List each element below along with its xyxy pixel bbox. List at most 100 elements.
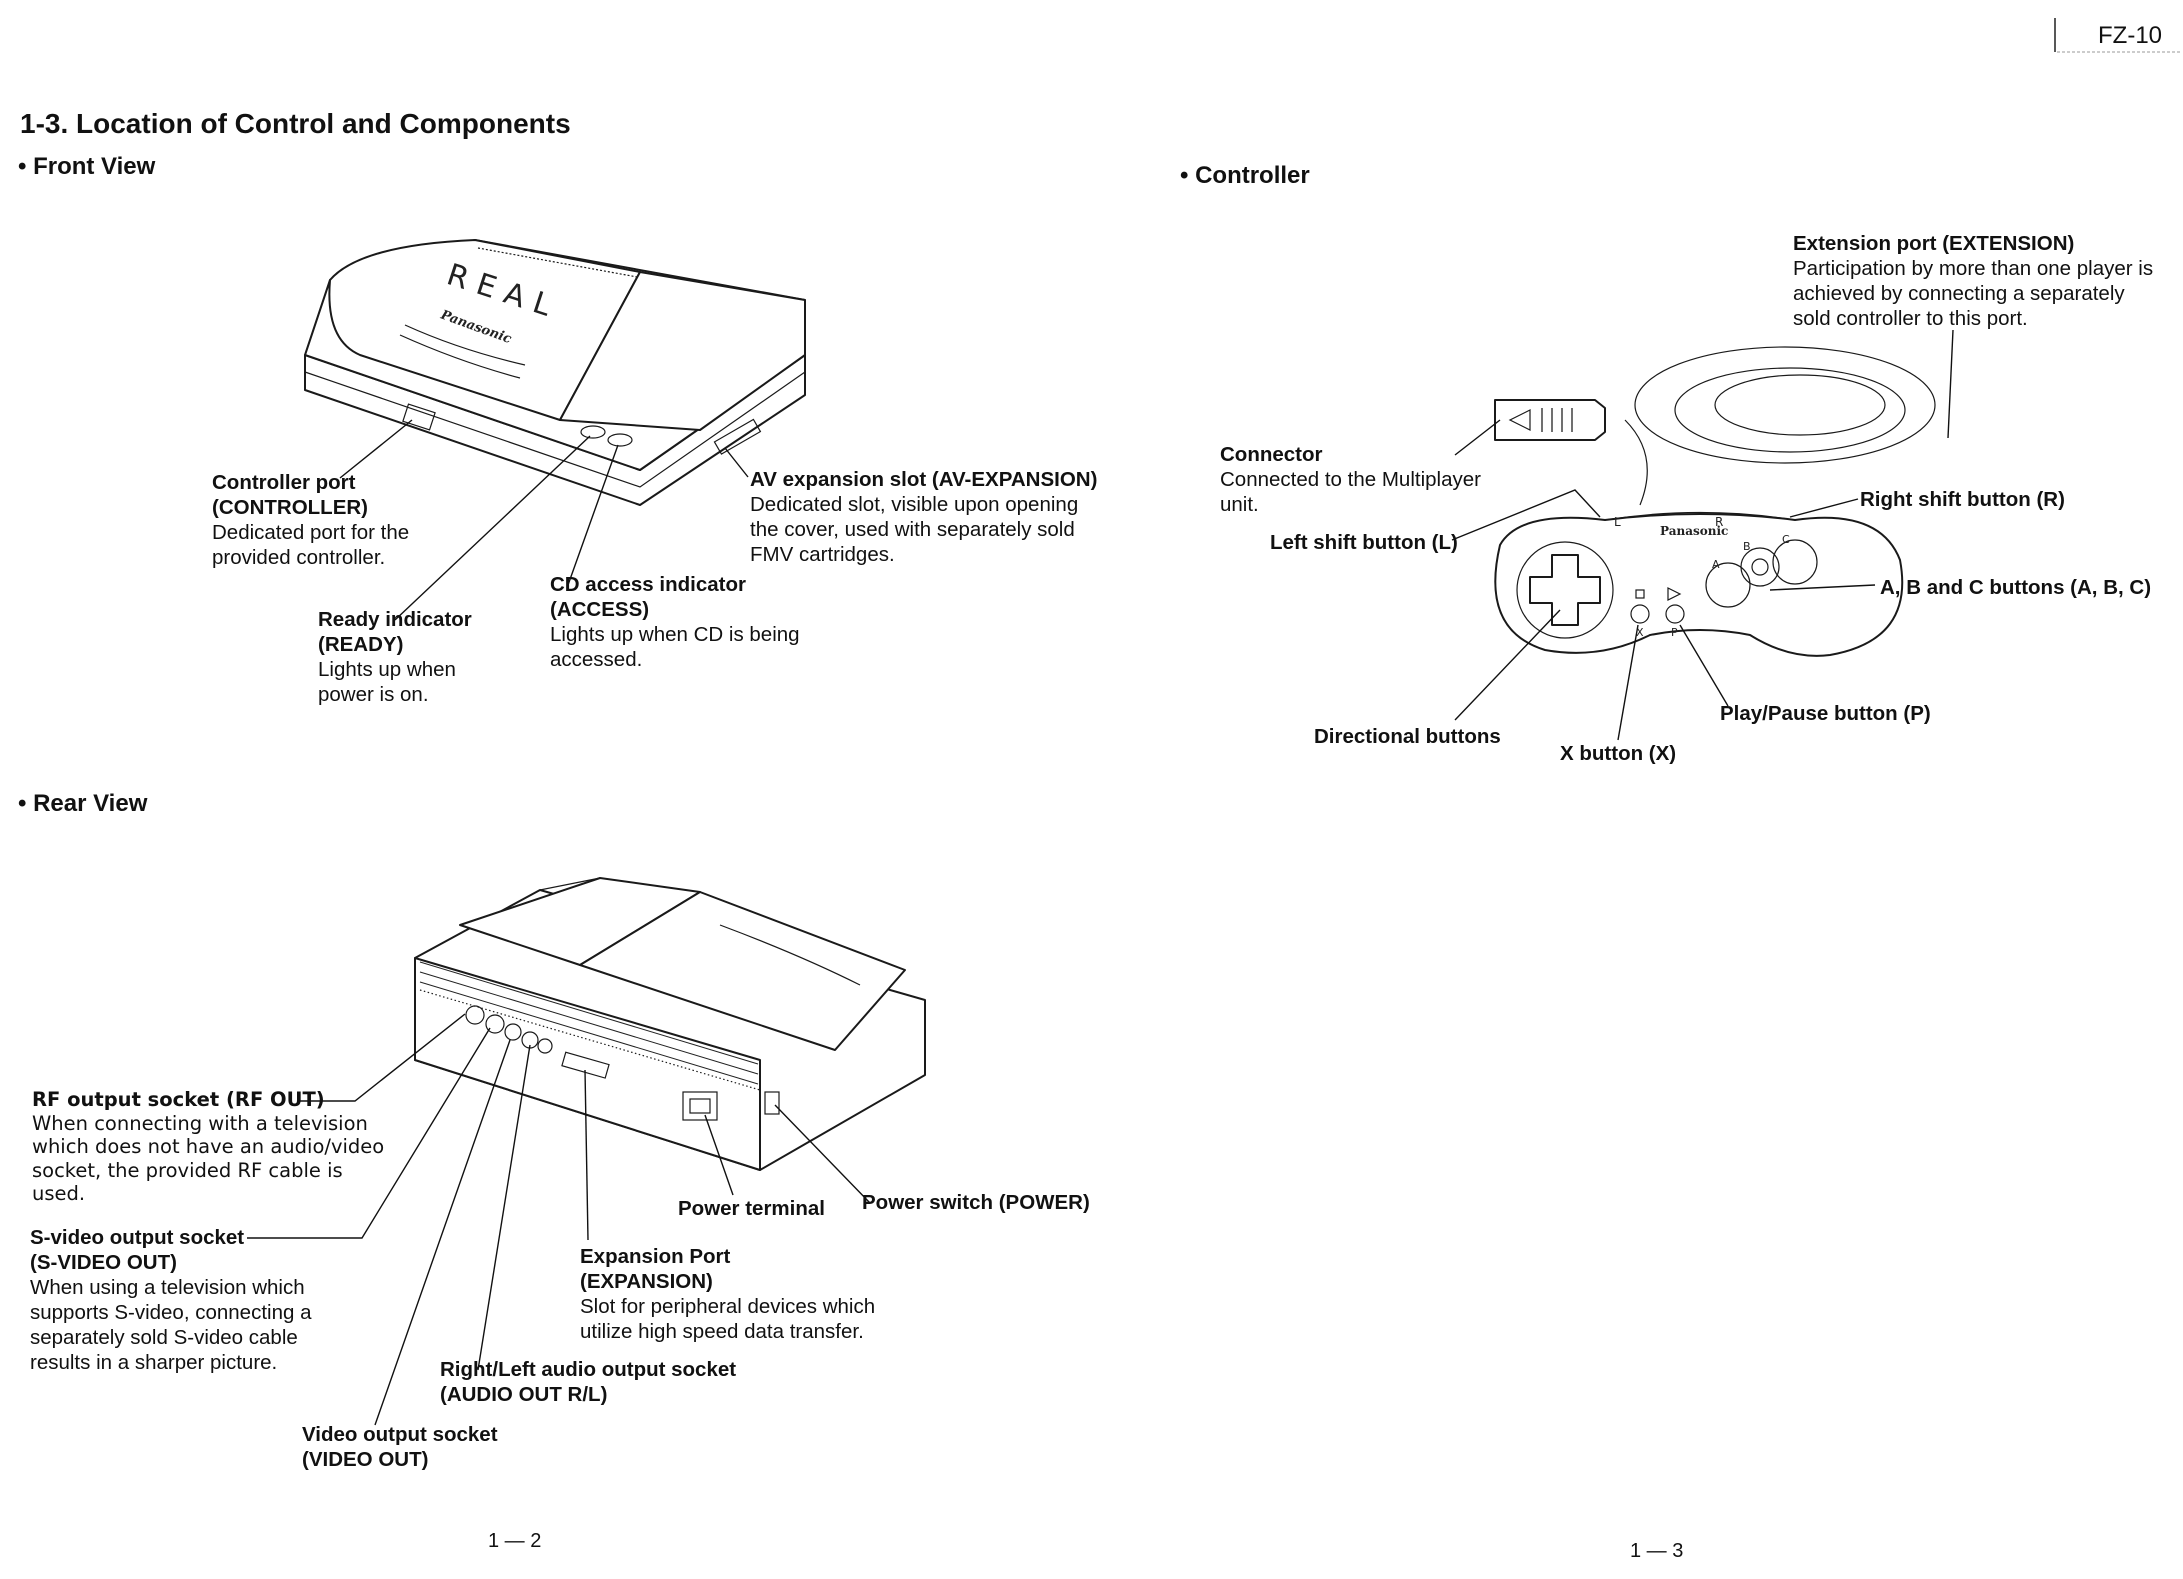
callout-title: A, B and C buttons (A, B, C) bbox=[1880, 576, 2152, 599]
leader-audio-out bbox=[477, 1044, 531, 1371]
callout-desc-line: Lights up when CD is being bbox=[550, 623, 800, 646]
callout-code: (CONTROLLER) bbox=[212, 496, 369, 519]
pad-x-label: X bbox=[1636, 626, 1644, 639]
callout-power-switch: Power switch (POWER) bbox=[862, 1190, 1090, 1215]
callout-x-button: X button (X) bbox=[1560, 741, 1676, 766]
callout-desc-line: socket, the provided RF cable is bbox=[32, 1158, 343, 1182]
pad-a-label: A bbox=[1712, 558, 1720, 571]
callout-code: (AUDIO OUT R/L) bbox=[440, 1383, 608, 1406]
callout-ready-indicator: Ready indicator (READY) Lights up when p… bbox=[318, 607, 472, 707]
callout-title: Power terminal bbox=[678, 1197, 825, 1220]
callout-av-expansion: AV expansion slot (AV-EXPANSION) Dedicat… bbox=[750, 467, 1097, 567]
callout-desc-line: the cover, used with separately sold bbox=[750, 518, 1075, 541]
callout-desc-line: achieved by connecting a separately bbox=[1793, 282, 2125, 305]
callout-title: Play/Pause button (P) bbox=[1720, 702, 1931, 725]
callout-desc-line: Slot for peripheral devices which bbox=[580, 1295, 876, 1318]
callout-desc-line: separately sold S-video cable bbox=[30, 1326, 298, 1349]
rear-view-console-drawing bbox=[414, 877, 926, 1171]
callout-left-shift: Left shift button (L) bbox=[1270, 530, 1458, 555]
callout-audio-out: Right/Left audio output socket (AUDIO OU… bbox=[440, 1357, 736, 1407]
callout-desc-line: supports S-video, connecting a bbox=[30, 1301, 312, 1324]
leader-av-expansion bbox=[724, 447, 749, 478]
callout-video-out: Video output socket (VIDEO OUT) bbox=[302, 1422, 498, 1472]
callout-desc-line: results in a sharper picture. bbox=[30, 1351, 278, 1374]
callout-title: Ready indicator bbox=[318, 608, 472, 631]
callout-title: Left shift button (L) bbox=[1270, 531, 1458, 554]
callout-cd-access: CD access indicator (ACCESS) Lights up w… bbox=[550, 572, 800, 672]
callout-desc-line: Connected to the Multiplayer bbox=[1220, 468, 1481, 491]
callout-title: AV expansion slot (AV-EXPANSION) bbox=[750, 468, 1098, 491]
callout-desc-line: accessed. bbox=[550, 648, 643, 671]
leader-expansion bbox=[584, 1069, 589, 1241]
callout-title: Right/Left audio output socket bbox=[440, 1358, 737, 1381]
leader-controller-port bbox=[339, 419, 413, 479]
front-view-heading: • Front View bbox=[18, 153, 156, 180]
callout-title: Right shift button (R) bbox=[1860, 488, 2065, 511]
callout-title: S-video output socket bbox=[30, 1226, 245, 1249]
callout-desc-line: Lights up when bbox=[318, 658, 456, 681]
callout-title: Extension port (EXTENSION) bbox=[1793, 232, 2075, 255]
callout-title: Video output socket bbox=[302, 1423, 498, 1446]
callout-desc-line: power is on. bbox=[318, 683, 429, 706]
leader-power-switch bbox=[774, 1104, 871, 1204]
callout-code: (VIDEO OUT) bbox=[302, 1448, 429, 1471]
callout-desc-line: When using a television which bbox=[30, 1276, 305, 1299]
callout-title: X button (X) bbox=[1560, 742, 1677, 765]
pad-brand-text: Panasonic bbox=[1660, 524, 1728, 538]
callout-extension: Extension port (EXTENSION) Participation… bbox=[1793, 231, 2153, 331]
controller-drawing: Panasonic L R A B C X P bbox=[1494, 346, 1936, 657]
leader-x bbox=[1617, 624, 1639, 741]
callout-desc-line: When connecting with a television bbox=[32, 1111, 368, 1135]
callout-title: Expansion Port bbox=[580, 1245, 731, 1268]
pad-l-label: L bbox=[1614, 515, 1621, 529]
leader-rf-out bbox=[298, 1013, 466, 1102]
callout-desc-line: Participation by more than one player is bbox=[1793, 257, 2154, 280]
leader-s-video bbox=[247, 1027, 491, 1239]
leader-access bbox=[567, 444, 619, 586]
leader-video-out bbox=[374, 1039, 511, 1426]
model-number: FZ-10 bbox=[2098, 22, 2163, 49]
callout-directional: Directional buttons bbox=[1314, 724, 1501, 749]
callout-play-pause: Play/Pause button (P) bbox=[1720, 701, 1931, 726]
callout-title: Connector bbox=[1220, 443, 1323, 466]
leader-directional bbox=[1454, 609, 1561, 721]
callout-desc-line: FMV cartridges. bbox=[750, 543, 895, 566]
leader-power-terminal bbox=[704, 1114, 734, 1196]
leader-right-shift bbox=[1789, 498, 1859, 518]
leader-left-shift bbox=[1451, 489, 1601, 541]
leader-connector bbox=[1454, 419, 1501, 456]
leader-extension bbox=[1947, 329, 1954, 439]
callout-title: CD access indicator bbox=[550, 573, 746, 596]
page-number-right: 1 — 3 bbox=[1630, 1540, 1684, 1562]
leader-abc bbox=[1769, 584, 1876, 591]
pad-p-label: P bbox=[1671, 626, 1678, 639]
callout-title: Directional buttons bbox=[1314, 725, 1501, 748]
callout-title: Controller port bbox=[212, 471, 356, 494]
callout-code: (EXPANSION) bbox=[580, 1270, 713, 1293]
pad-r-label: R bbox=[1715, 515, 1723, 529]
callout-s-video: S-video output socket (S-VIDEO OUT) When… bbox=[30, 1225, 311, 1375]
page-number-left: 1 — 2 bbox=[488, 1530, 542, 1552]
callout-power-terminal: Power terminal bbox=[678, 1196, 825, 1221]
callout-desc-line: Dedicated port for the bbox=[212, 521, 410, 544]
callout-title: Power switch (POWER) bbox=[862, 1191, 1090, 1214]
callout-connector: Connector Connected to the Multiplayer u… bbox=[1220, 442, 1481, 517]
callout-code: (ACCESS) bbox=[550, 598, 650, 621]
pad-c-label: C bbox=[1782, 533, 1790, 546]
callout-rf-out: RF output socket (RF OUT) When connectin… bbox=[32, 1088, 384, 1206]
callout-desc-line: sold controller to this port. bbox=[1793, 307, 2028, 330]
callout-desc-line: which does not have an audio/video bbox=[32, 1135, 385, 1158]
leader-play-pause bbox=[1679, 624, 1729, 707]
callout-desc-line: utilize high speed data transfer. bbox=[580, 1320, 864, 1343]
callout-controller-port: Controller port (CONTROLLER) Dedicated p… bbox=[212, 470, 409, 570]
callout-title: RF output socket (RF OUT) bbox=[32, 1088, 325, 1111]
callout-abc-buttons: A, B and C buttons (A, B, C) bbox=[1880, 575, 2151, 600]
callout-desc-line: Dedicated slot, visible upon opening bbox=[750, 493, 1079, 516]
front-view-console-drawing: REAL Panasonic bbox=[304, 239, 806, 506]
leader-ready bbox=[394, 435, 591, 621]
callout-code: (READY) bbox=[318, 633, 404, 656]
callout-right-shift: Right shift button (R) bbox=[1860, 487, 2065, 512]
callout-desc-line: unit. bbox=[1220, 493, 1259, 516]
callout-desc-line: used. bbox=[32, 1182, 86, 1205]
